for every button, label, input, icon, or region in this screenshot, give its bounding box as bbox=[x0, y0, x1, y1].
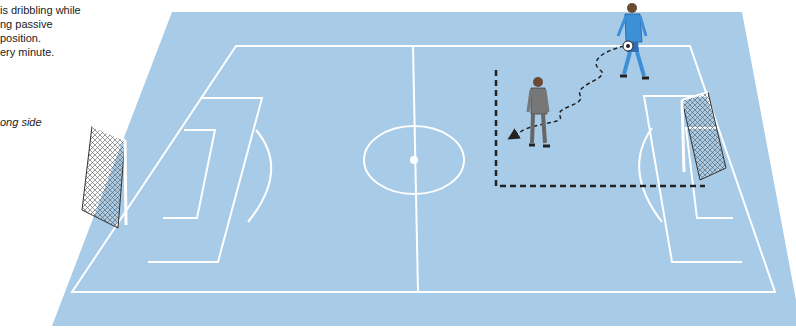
left-goal bbox=[82, 126, 126, 228]
ball bbox=[623, 41, 633, 51]
note-text: position. bbox=[0, 32, 41, 45]
pitch-ground bbox=[52, 12, 796, 326]
defender-figure bbox=[528, 77, 550, 146]
right-goal bbox=[682, 92, 726, 180]
note-text: ery minute. bbox=[0, 46, 54, 59]
attacker-figure bbox=[618, 3, 649, 78]
note-text: is dribbling while bbox=[0, 4, 81, 17]
note-text: ng passive bbox=[0, 18, 53, 31]
pitch-lines bbox=[72, 46, 775, 292]
dribble-arrow bbox=[510, 46, 624, 138]
note-text: ong side bbox=[0, 116, 42, 129]
